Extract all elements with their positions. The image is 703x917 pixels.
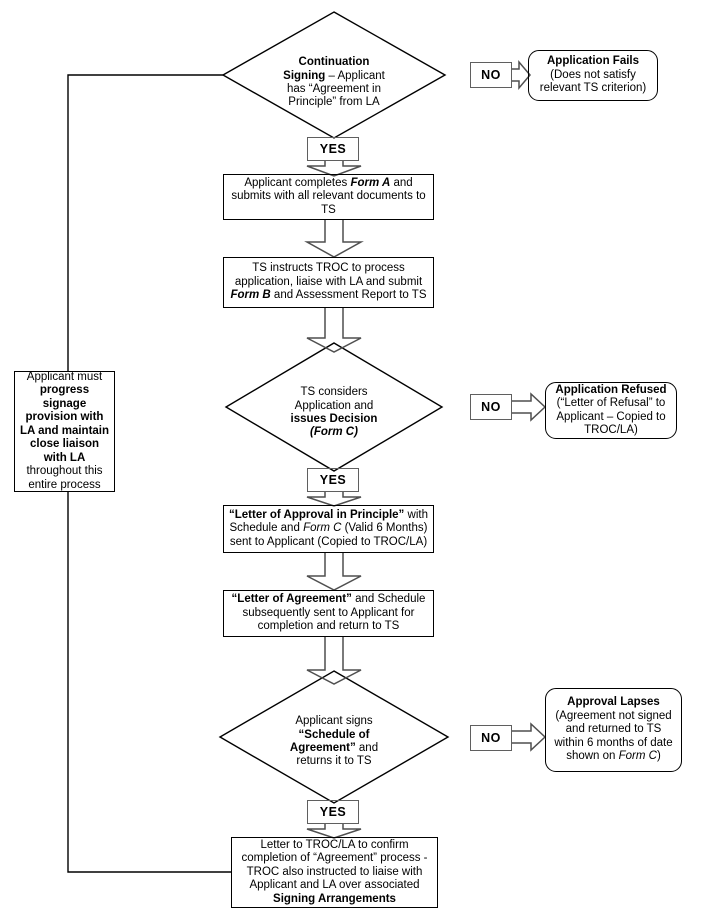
yes-chevron-icon (306, 492, 362, 507)
label-text: (Valid 6 Months) sent to Applicant (Copi… (229, 522, 428, 548)
label-text: Approval Lapses (567, 696, 660, 709)
label-text: Applicant must (26, 370, 103, 383)
yes-tag: YES (307, 800, 359, 824)
no-label: NO (481, 67, 501, 82)
no-label: NO (481, 730, 501, 745)
label-text: and returns it to TS (296, 742, 379, 768)
label-text: Letter to TROC/LA to confirm completion … (241, 838, 428, 892)
yes-tag: YES (307, 137, 359, 161)
diamond-continuation-signing-label: Continuation Signing – Applicant has “Ag… (264, 42, 404, 124)
label-text: “Letter of Agreement” (231, 593, 352, 606)
no-label: NO (481, 399, 501, 414)
label-text: “Schedule of Agreement” (289, 728, 370, 754)
feedback-line-top (67, 74, 223, 371)
process-form-a: Applicant completes Form A and submits w… (223, 174, 434, 220)
no-tag: NO (470, 62, 512, 88)
arrow-down-icon (306, 637, 362, 685)
arrow-down-icon (306, 553, 362, 591)
label-text: Form A (350, 176, 391, 189)
label-text: TS considers Application and (294, 386, 374, 412)
no-tag: NO (470, 394, 512, 420)
no-arrow-right-icon (512, 392, 547, 422)
label-text: progress signage provision with LA and m… (19, 384, 110, 464)
diamond-applicant-signs-label: Applicant signs “Schedule of Agreement” … (276, 702, 392, 782)
label-text: Application Refused (555, 383, 667, 396)
label-text: Application Fails (546, 55, 639, 68)
label-text: Applicant completes (244, 176, 351, 189)
yes-label: YES (319, 472, 347, 487)
yes-label: YES (319, 141, 347, 156)
arrow-down-icon (304, 220, 364, 258)
yes-chevron-icon (306, 824, 362, 839)
diamond-ts-decision-label: TS considers Application and issues Deci… (274, 372, 394, 454)
label-text: throughout this entire process (26, 465, 103, 491)
label-text: Applicant signs (295, 715, 373, 728)
arrow-down-icon (306, 308, 362, 353)
label-text: ) (656, 750, 661, 763)
label-text: and submits with all relevant documents … (231, 176, 426, 216)
process-ts-instructs-troc: TS instructs TROC to process application… (223, 257, 434, 308)
diamond-ts-decision (224, 342, 444, 472)
label-text: Form C (618, 750, 657, 763)
label-text: “Letter of Approval in Principle” (229, 508, 405, 521)
label-text: (Form C) (310, 426, 358, 439)
label-text: (“Letter of Refusal” to Applicant – Copi… (556, 397, 666, 436)
label-text: – Applicant has “Agreement in Principle”… (287, 69, 385, 109)
process-letter-of-agreement: “Letter of Agreement” and Schedule subse… (223, 590, 434, 637)
no-arrow-right-icon (512, 722, 547, 752)
label-text: with Schedule and (229, 508, 428, 535)
label-text: (Agreement not signed and returned to TS… (554, 709, 673, 763)
yes-tag: YES (307, 468, 359, 492)
terminator-application-refused: Application Refused (“Letter of Refusal”… (545, 382, 677, 439)
feedback-line-bottom (67, 492, 231, 873)
note-applicant-must-progress: Applicant must progress signage provisio… (14, 371, 115, 492)
process-final-letter: Letter to TROC/LA to confirm completion … (231, 837, 438, 908)
label-text: (Does not satisfy relevant TS criterion) (539, 68, 647, 95)
label-text: issues Decision (290, 413, 378, 425)
label-text: Signing Arrangements (273, 892, 396, 905)
label-text: Form C (303, 522, 342, 535)
terminator-approval-lapses: Approval Lapses (Agreement not signed an… (545, 688, 682, 772)
process-letter-of-approval: “Letter of Approval in Principle” with S… (223, 505, 434, 553)
yes-label: YES (319, 804, 347, 819)
diamond-applicant-signs (218, 670, 450, 804)
label-text: Form B (230, 289, 271, 302)
diamond-continuation-signing (221, 11, 447, 139)
label-text: TS instructs TROC to process application… (234, 262, 423, 288)
label-text: and Assessment Report to TS (270, 289, 427, 302)
no-tag: NO (470, 725, 512, 751)
terminator-application-fails: Application Fails (Does not satisfy rele… (528, 50, 658, 101)
label-text: Continuation Signing (283, 56, 370, 82)
label-text: and Schedule subsequently sent to Applic… (242, 593, 426, 633)
